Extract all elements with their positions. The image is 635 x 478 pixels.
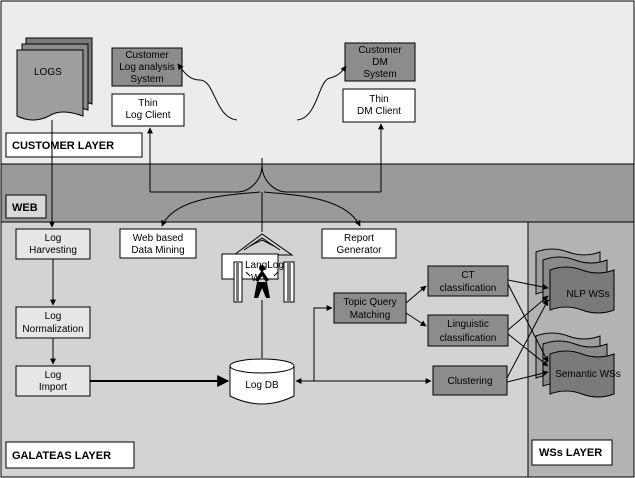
web-brace-left [236,164,263,193]
semantic-wss-stack [535,332,615,398]
semantic-wss-label: Semantic WSs [555,369,621,380]
arrow-to-customer-dm [296,65,347,121]
log-import-line-2: Import [39,382,68,393]
thin-log-client-line-2: Log Client [125,110,170,121]
web-data-mining-line-1: Web based [133,233,183,244]
log-db-label: Log DB [245,380,279,391]
customer-dm-line-1: Customer [358,45,402,56]
galateas-layer-label-box [5,441,135,469]
arrow-to-customer-log-analysis [177,63,238,121]
web-layer-label-box [5,194,47,219]
linguistic-classification-line-1: Linguistic [447,319,489,330]
customer-layer-label: CUSTOMER LAYER [12,140,114,152]
customer-dm-line-3: System [363,69,396,80]
thin-dm-client-line-2: DM Client [357,106,401,117]
ct-classification-line-1: CT [461,270,474,281]
nlp-wss-stack [535,248,615,314]
topic-query-line-1: Topic Query [343,297,396,308]
log-import-line-1: Log [45,370,62,381]
topic-query-line-2: Matching [350,310,391,321]
ct-classification-box [427,265,509,297]
linguistic-classification-box [427,314,509,347]
thin-log-client-box [111,93,185,127]
web-layer-label: WEB [12,202,38,214]
report-generator-line-2: Generator [336,245,382,256]
log-harvesting-line-2: Harvesting [29,245,77,256]
logs-document-stack [16,37,93,121]
log-import-box [15,365,91,397]
clustering-label: Clustering [447,376,492,387]
wss-layer-label-box [531,439,613,466]
report-generator-line-1: Report [344,233,374,244]
web-data-mining-box [119,228,197,259]
langlog-temple-logo [221,233,295,303]
arrow-topic-to-linguistic [405,312,427,327]
web-brace-right [261,164,288,193]
arrow-linguistic-to-nlp [507,295,549,331]
log-normalization-line-2: Normalization [22,324,83,335]
wss-layer-label: WSs LAYER [539,447,602,459]
customer-log-analysis-line-2: Log analysis [119,62,175,73]
thin-dm-client-box [342,88,416,123]
arrow-ct-to-semantic [507,283,549,363]
arrow-to-web-data-mining [161,191,261,227]
topic-query-box [333,292,407,324]
langlog-label: LangLog [245,260,284,271]
customer-log-analysis-line-1: Customer [125,50,169,61]
log-harvesting-box [15,228,91,260]
thin-log-client-line-1: Thin [138,98,157,109]
customer-layer-label-box [5,132,143,158]
ct-classification-line-2: classification [440,283,497,294]
arrow-to-report-generator [263,191,361,227]
thin-dm-client-line-1: Thin [369,94,388,105]
web-layer-band [0,163,635,223]
galateas-layer-label: GALATEAS LAYER [12,450,111,462]
arrow-topic-to-ct [405,285,427,304]
log-harvesting-line-1: Log [45,233,62,244]
arrow-linguistic-to-semantic [507,333,549,367]
customer-dm-box [344,42,416,82]
langlog-label-bottom: W [251,273,261,284]
web-data-mining-line-2: Data Mining [131,245,184,256]
logs-label: LOGS [34,67,62,78]
log-db-cylinder [229,358,295,405]
log-normalization-line-1: Log [45,311,62,322]
linguistic-classification-line-2: classification [440,333,497,344]
clustering-box [432,365,508,396]
customer-log-analysis-line-3: System [130,74,163,85]
arrow-clustering-to-semantic [506,370,549,383]
customer-dm-line-2: DM [372,57,388,68]
nlp-wss-label: NLP WSs [566,289,609,300]
arrow-clustering-to-nlp [506,299,549,379]
arrow-ct-to-nlp [507,279,549,290]
report-generator-box [321,228,397,259]
